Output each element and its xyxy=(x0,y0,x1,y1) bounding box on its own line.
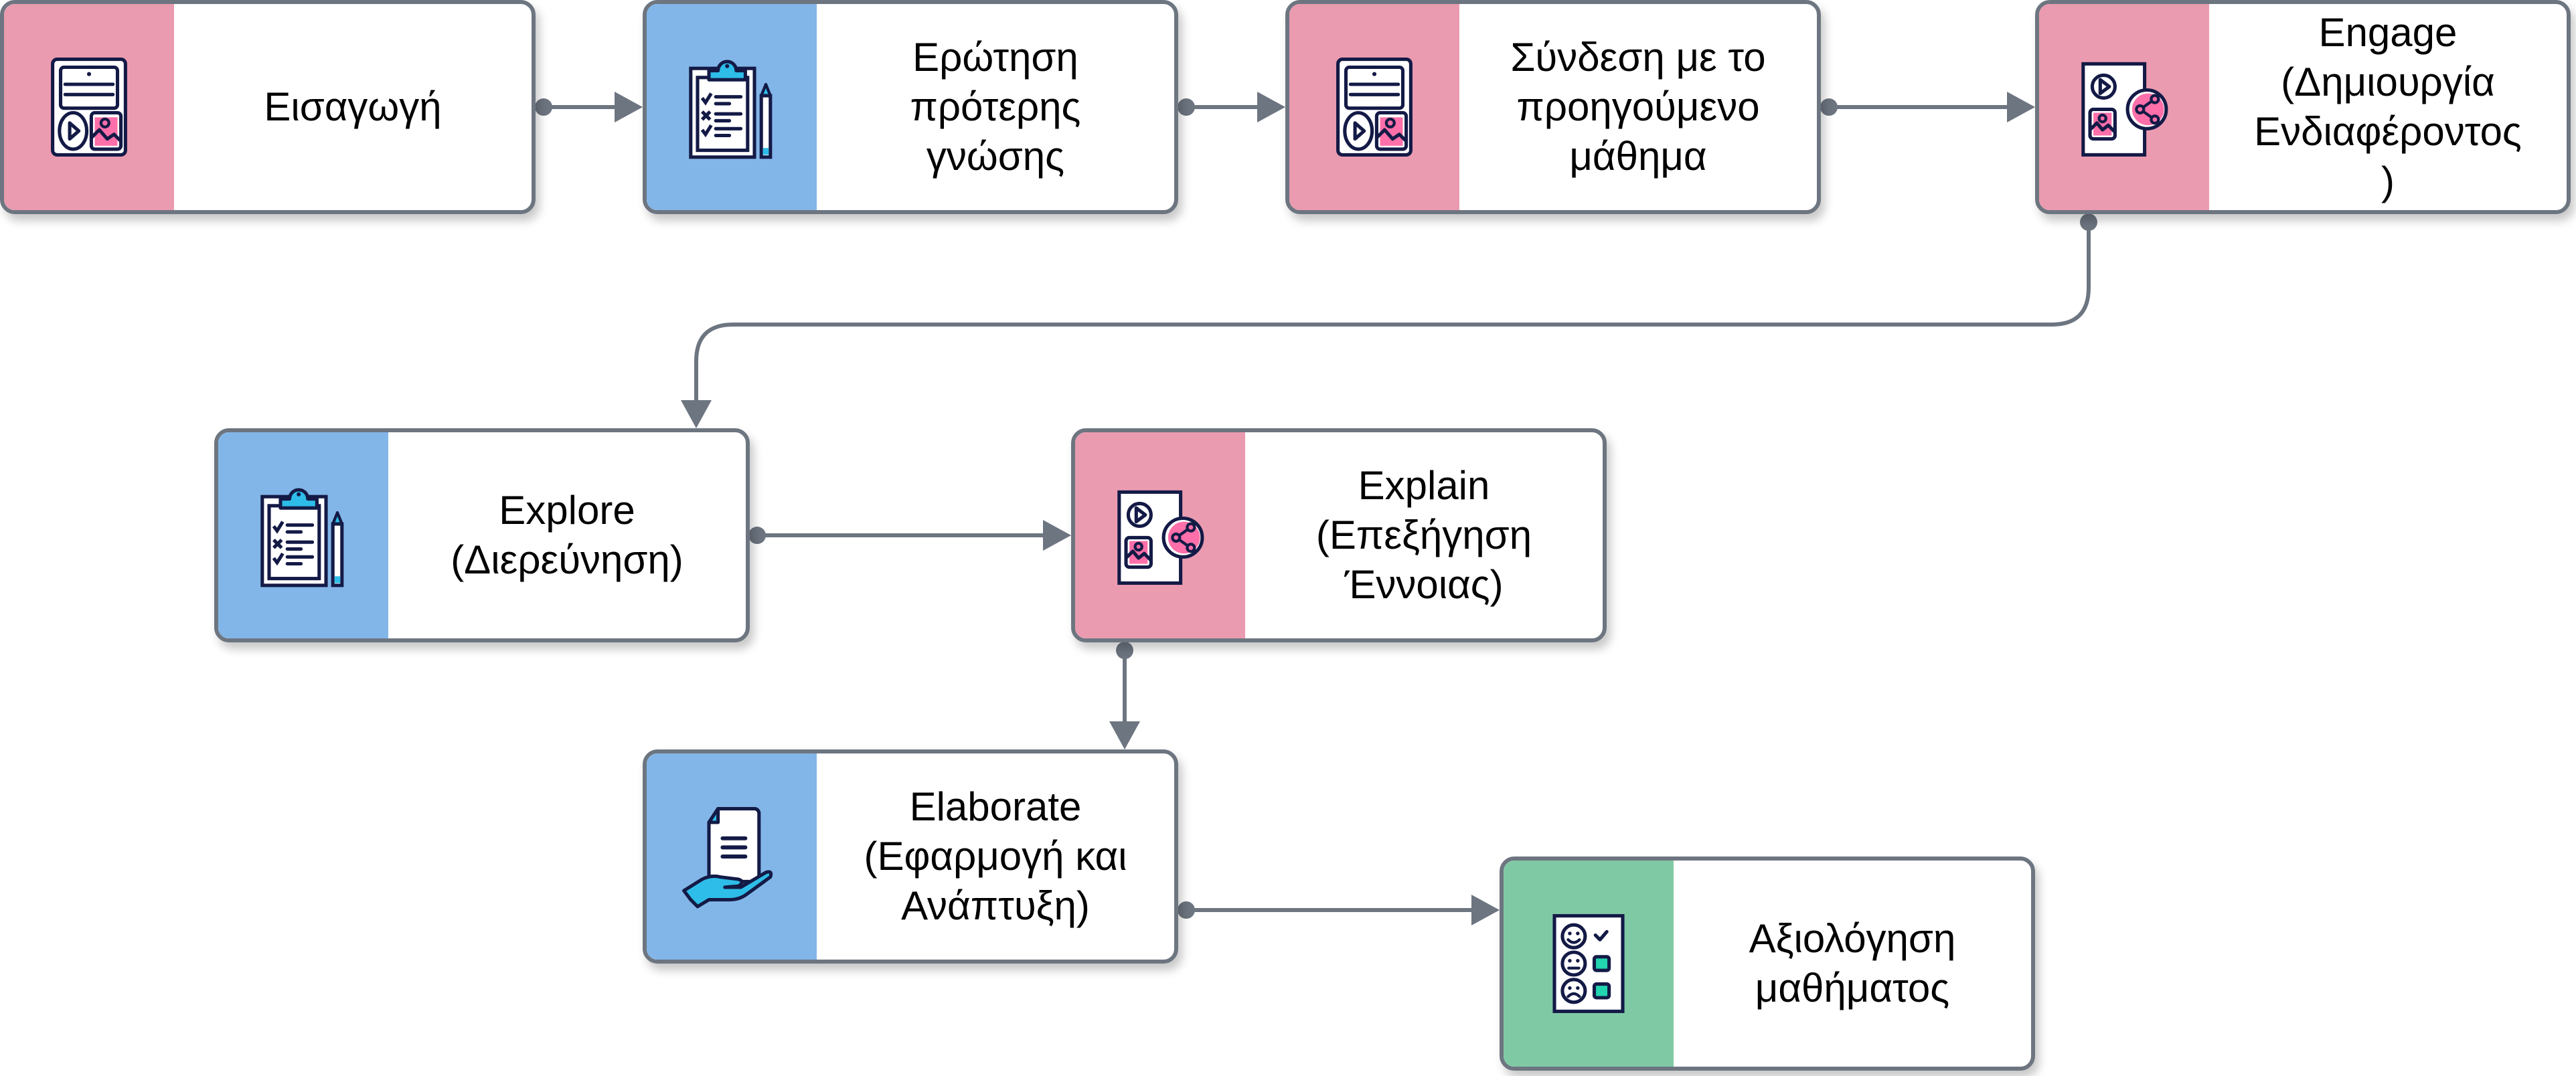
node-panel xyxy=(218,432,388,638)
clipboard-checklist-icon xyxy=(260,488,344,588)
node-elaborate[interactable]: Elaborate (Εφαρμογή και Ανάπτυξη) xyxy=(643,749,1178,964)
node-intro[interactable]: Εισαγωγή xyxy=(0,0,536,214)
node-panel xyxy=(4,4,174,210)
node-prior-knowledge[interactable]: Ερώτηση πρότερης γνώσης xyxy=(643,0,1178,214)
edge-explain-to-elaborate[interactable] xyxy=(1109,642,1140,749)
node-panel xyxy=(1075,432,1245,638)
edge-prior-knowledge-to-previous-lesson[interactable] xyxy=(1178,92,1285,122)
edge-explore-to-explain[interactable] xyxy=(748,520,1071,551)
node-label: Explain (Επεξήγηση Έννοιας) xyxy=(1315,463,1532,607)
edge-previous-lesson-to-engage[interactable] xyxy=(1820,92,2035,122)
node-label: Ερώτηση πρότερης γνώσης xyxy=(910,35,1081,179)
node-panel xyxy=(2039,4,2209,210)
node-engage[interactable]: Engage (Δημιουργία Ενδιαφέροντος ) xyxy=(2035,0,2571,214)
media-share-icon xyxy=(1117,490,1204,585)
node-label: Εισαγωγή xyxy=(264,84,442,129)
node-panel xyxy=(1504,861,1674,1067)
node-explore[interactable]: Explore (Διερεύνηση) xyxy=(214,428,750,642)
node-panel xyxy=(647,753,817,960)
edge-intro-to-prior-knowledge[interactable] xyxy=(535,92,643,122)
media-layout-icon xyxy=(1336,58,1413,157)
clipboard-checklist-icon xyxy=(689,60,773,159)
node-label: Engage (Δημιουργία Ενδιαφέροντος ) xyxy=(2254,10,2522,203)
document-hand-icon xyxy=(682,807,773,909)
node-label: Αξιολόγηση μαθήματος xyxy=(1749,916,1956,1010)
media-layout-icon xyxy=(51,58,127,157)
node-label: Explore (Διερεύνηση) xyxy=(451,488,683,582)
edge-elaborate-to-assessment[interactable] xyxy=(1178,895,1500,925)
node-assessment[interactable]: Αξιολόγηση μαθήματος xyxy=(1500,857,2035,1071)
media-share-icon xyxy=(2081,62,2168,157)
feedback-survey-icon xyxy=(1552,914,1625,1013)
node-label: Σύνδεση με το προηγούμενο μάθημα xyxy=(1510,35,1766,179)
node-explain[interactable]: Explain (Επεξήγηση Έννοιας) xyxy=(1071,428,1607,642)
node-label: Elaborate (Εφαρμογή και Ανάπτυξη) xyxy=(864,784,1127,928)
node-previous-lesson[interactable]: Σύνδεση με το προηγούμενο μάθημα xyxy=(1285,0,1821,214)
node-panel xyxy=(647,4,817,210)
node-panel xyxy=(1289,4,1459,210)
edge-engage-to-explore[interactable] xyxy=(681,213,2097,428)
